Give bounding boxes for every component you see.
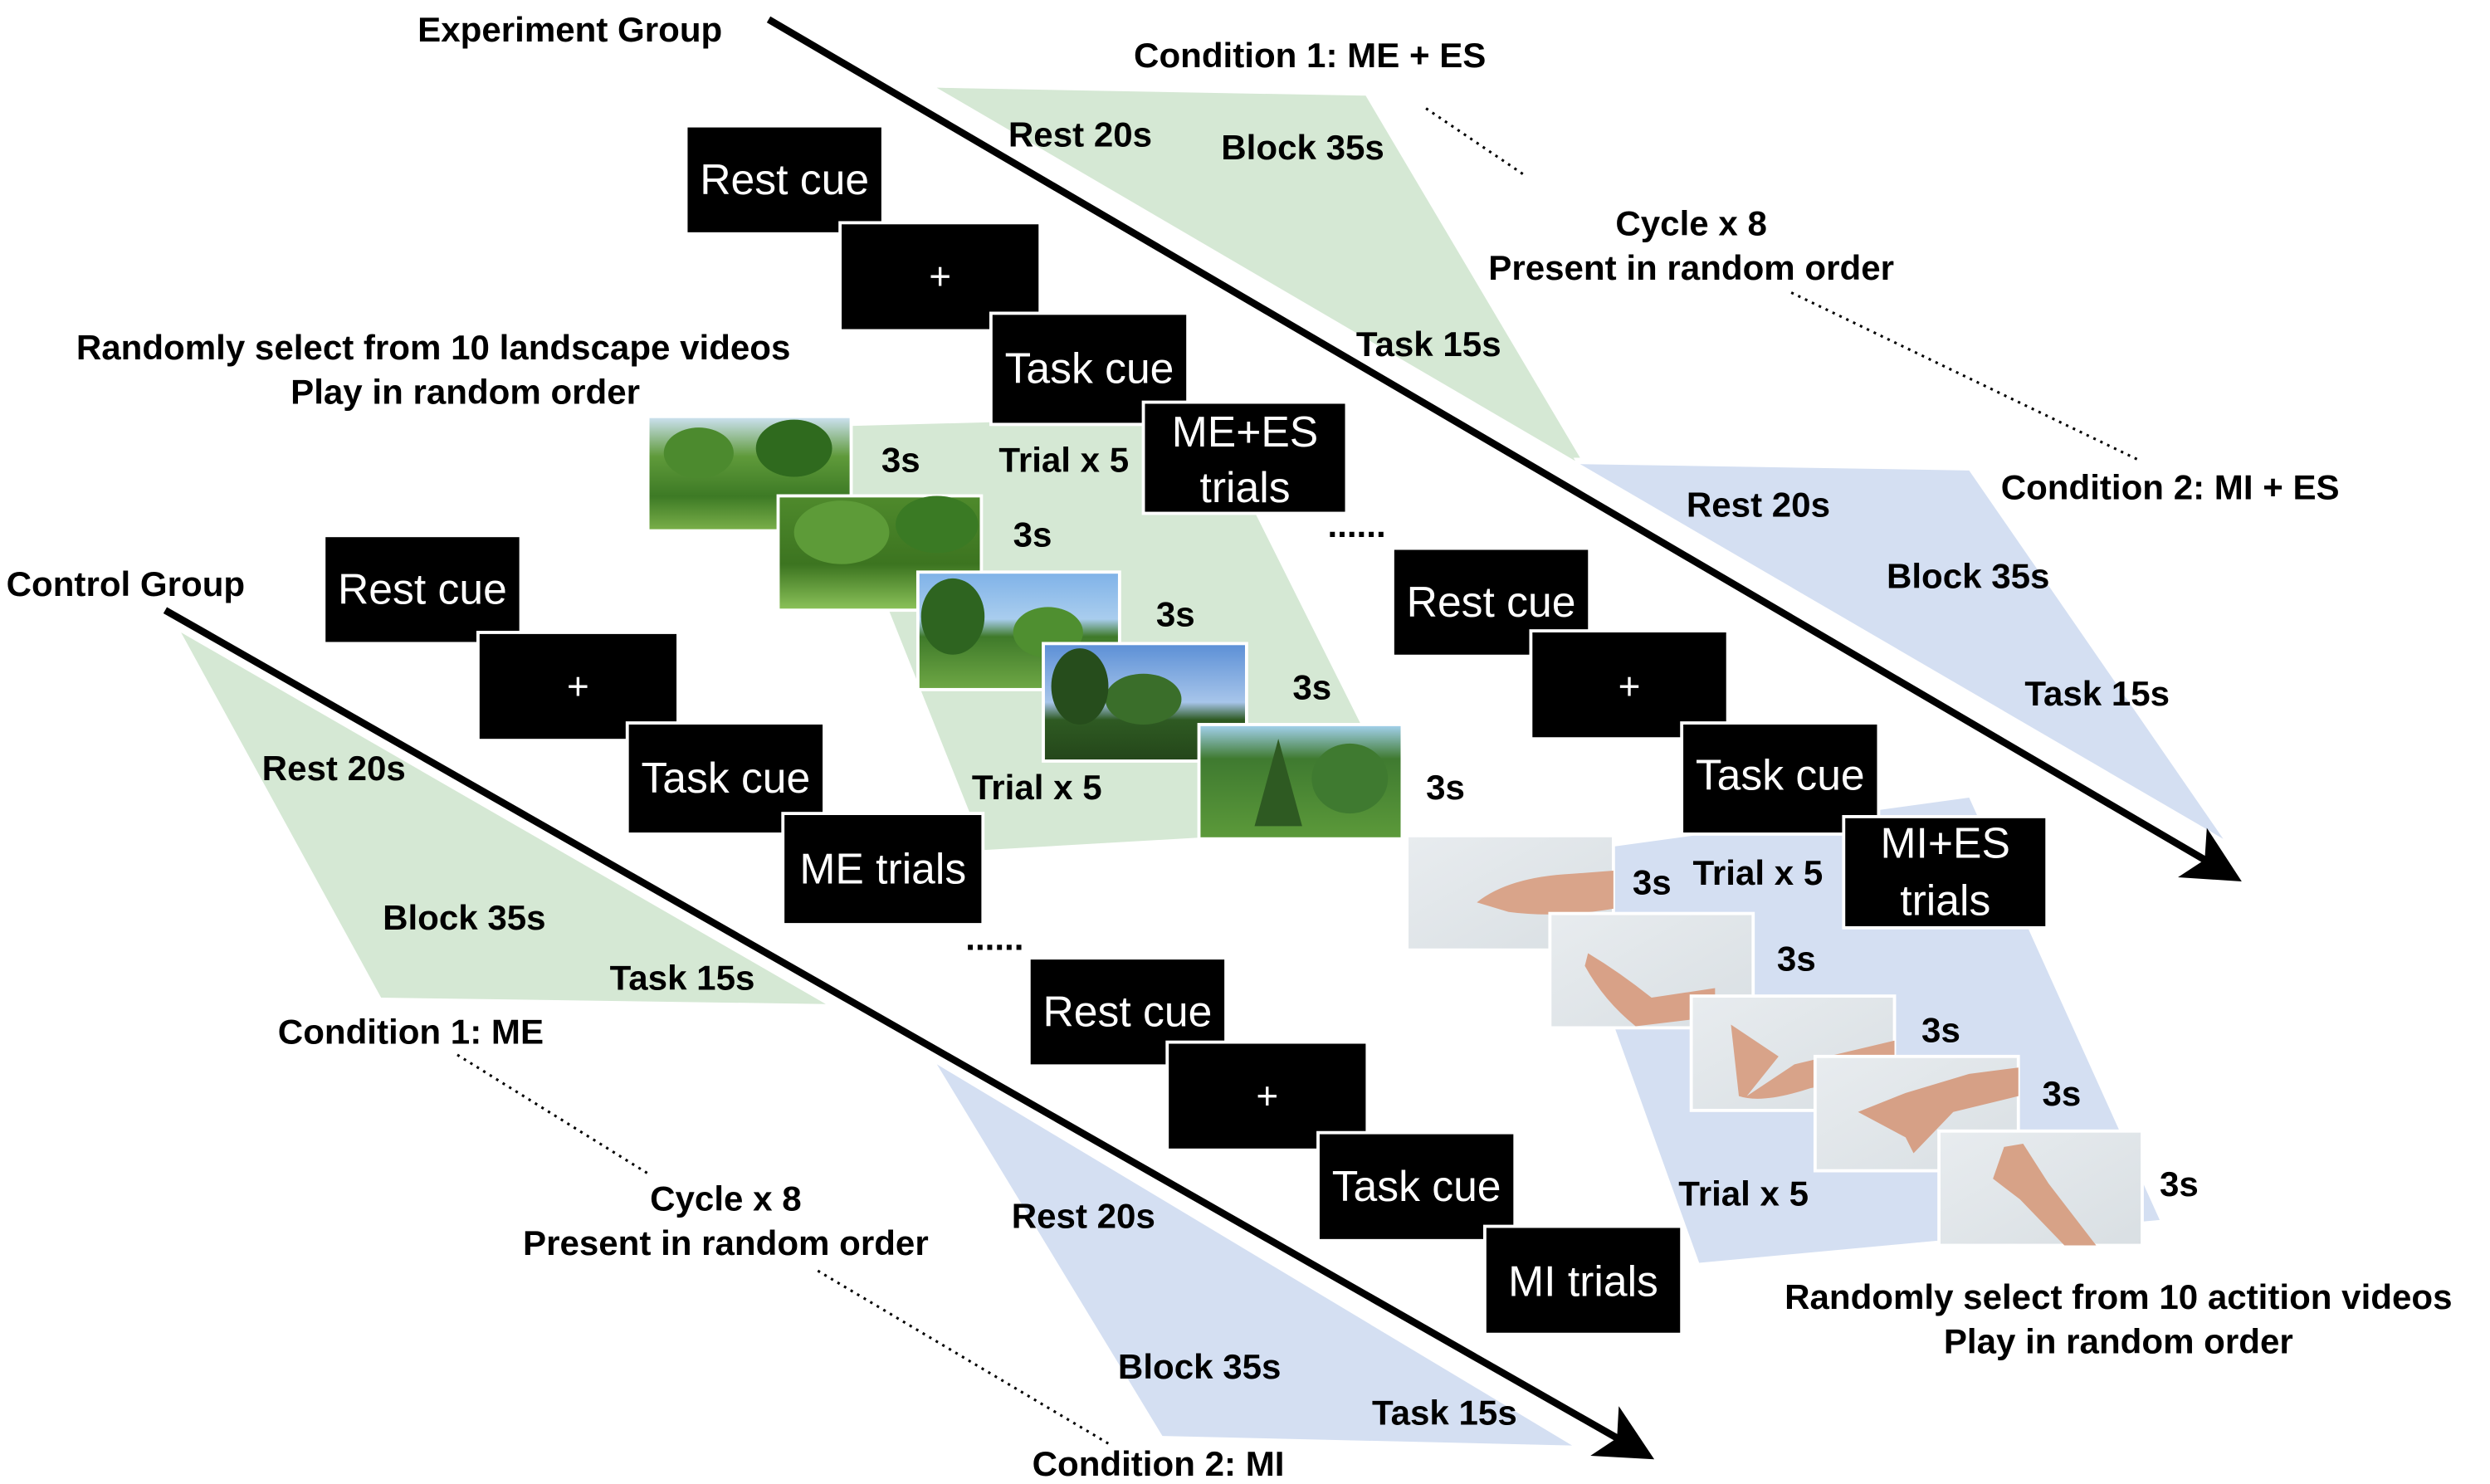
- trial-duration: 3s: [2042, 1074, 2081, 1113]
- control-timeline-arrow: [163, 607, 1655, 1460]
- trials-text: ME trials: [799, 844, 966, 892]
- condition1-task-label: Task 15s: [1356, 325, 1501, 364]
- control-group: Control Group Rest 20s Block 35s Task 15…: [7, 534, 1684, 1483]
- trials-text-line1: MI+ES: [1881, 819, 2010, 867]
- condition2-rest-label: Rest 20s: [1687, 485, 1830, 524]
- condition2-task-label: Task 15s: [1372, 1394, 1517, 1433]
- condition2-block-label: Block 35s: [1118, 1347, 1281, 1386]
- rest-cue-text: Rest cue: [1043, 987, 1213, 1035]
- cycle-count-label: Cycle x 8: [650, 1179, 801, 1218]
- rest-cue-text: Rest cue: [338, 565, 507, 613]
- condition1-label: Condition 1: ME: [278, 1013, 544, 1052]
- sequence-continuation-ellipsis: ......: [1327, 505, 1385, 544]
- landscape-video-note-line2: Play in random order: [290, 372, 640, 411]
- trials-screen: [1482, 1224, 1684, 1336]
- action-video-note-line1: Randomly select from 10 actition videos: [1784, 1277, 2452, 1316]
- condition1-task-label: Task 15s: [610, 958, 755, 997]
- task-cue-text: Task cue: [1696, 750, 1865, 798]
- fixation-cross: +: [1256, 1074, 1278, 1117]
- task-cue-text: Task cue: [1332, 1162, 1501, 1210]
- sequence-continuation-ellipsis: ......: [965, 919, 1023, 958]
- trial-duration: 3s: [1156, 594, 1195, 633]
- rest-cue-screen: [684, 124, 885, 236]
- fixation-cross: +: [567, 664, 589, 707]
- dotted-connector: [1790, 291, 2141, 462]
- trials-screen: [1842, 815, 2049, 930]
- trial-duration: 3s: [1633, 863, 1672, 902]
- trial-count-top: Trial x 5: [998, 441, 1129, 480]
- task-cue-text: Task cue: [1005, 344, 1174, 393]
- condition2-label: Condition 2: MI: [1033, 1444, 1285, 1483]
- control-group-title: Control Group: [7, 564, 245, 603]
- dotted-connector: [817, 1269, 1113, 1447]
- experiment-group-title: Experiment Group: [417, 10, 722, 49]
- trial-count-bottom: Trial x 5: [972, 768, 1102, 807]
- rest-cue-text: Rest cue: [700, 155, 869, 203]
- landscape-video-note-line1: Randomly select from 10 landscape videos: [76, 328, 791, 367]
- condition2-block-label: Block 35s: [1887, 556, 2049, 595]
- trials-text-line1: ME+ES: [1172, 408, 1319, 456]
- condition1-block-label: Block 35s: [1221, 128, 1384, 167]
- fixation-cross: +: [929, 255, 951, 298]
- cycle-order-label: Present in random order: [1488, 248, 1894, 287]
- rest-cue-screen: [322, 534, 523, 646]
- trial-duration: 3s: [1921, 1011, 1960, 1050]
- trials-text-line2: trials: [1900, 876, 1990, 925]
- trial-duration: 3s: [1777, 940, 1816, 979]
- trials-screen: [781, 812, 985, 926]
- trials-text: MI trials: [1508, 1257, 1658, 1306]
- landscape-video-thumbnail: [1042, 642, 1248, 763]
- mi-trial-sequence: Rest cue + Task cue MI trials: [1027, 956, 1684, 1336]
- rest-cue-text: Rest cue: [1407, 578, 1576, 626]
- trial-duration: 3s: [1013, 515, 1052, 554]
- cycle-count-label: Cycle x 8: [1615, 204, 1766, 243]
- me-trial-sequence: Rest cue + Task cue ME trials: [322, 534, 985, 926]
- cycle-order-label: Present in random order: [523, 1223, 929, 1262]
- trial-count-top: Trial x 5: [1693, 853, 1824, 892]
- task-cue-screen: [1316, 1130, 1517, 1242]
- trial-duration: 3s: [1426, 768, 1465, 807]
- experiment-group: Experiment Group Condition 1: ME + ES Re…: [76, 10, 2453, 1360]
- condition2-rest-label: Rest 20s: [1012, 1196, 1155, 1235]
- condition1-rest-label: Rest 20s: [1008, 115, 1152, 154]
- fixation-cross: +: [1618, 664, 1641, 707]
- trial-duration: 3s: [1292, 667, 1331, 706]
- condition1-rest-label: Rest 20s: [262, 749, 406, 788]
- condition1-block-label: Block 35s: [383, 898, 545, 937]
- trial-duration: 3s: [2160, 1164, 2199, 1203]
- dotted-connector: [456, 1053, 652, 1177]
- experiment-timeline-arrow: [766, 16, 2242, 882]
- dotted-connector: [1425, 107, 1526, 177]
- trial-count-bottom: Trial x 5: [1678, 1174, 1809, 1213]
- condition1-label: Condition 1: ME + ES: [1134, 36, 1486, 75]
- condition2-label: Condition 2: MI + ES: [2001, 467, 2340, 506]
- trial-duration: 3s: [881, 441, 920, 480]
- action-video-note-line2: Play in random order: [1944, 1322, 2293, 1361]
- landscape-video-thumbnail: [1197, 723, 1404, 841]
- hand-action-video-thumbnail: [1937, 1129, 2144, 1247]
- condition2-task-label: Task 15s: [2024, 674, 2170, 713]
- mi-es-trial-sequence: Rest cue + Task cue MI+ES trials Trial x…: [1391, 546, 2452, 1361]
- task-cue-text: Task cue: [641, 754, 810, 802]
- trials-screen: [1141, 400, 1349, 515]
- fixation-screen: [1529, 629, 1730, 741]
- me-es-trial-sequence: Rest cue + Task cue ME+ES trials Trial x…: [76, 124, 1465, 851]
- trials-text-line2: trials: [1199, 463, 1290, 511]
- condition2-phase-band: [1579, 464, 2224, 839]
